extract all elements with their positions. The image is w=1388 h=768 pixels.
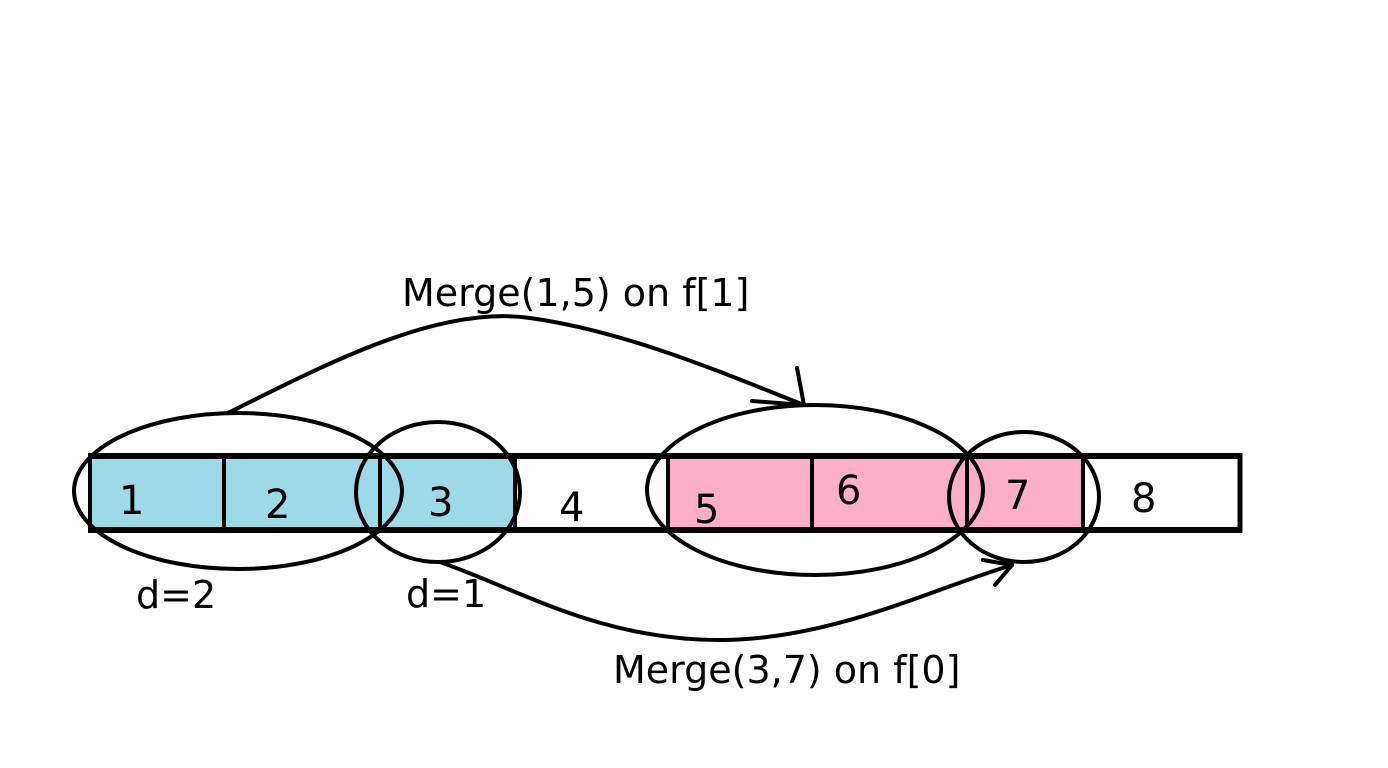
- cell-6-fill: [812, 456, 967, 530]
- cell-label-2: 2: [265, 482, 290, 528]
- cell-4-fill: [515, 456, 668, 530]
- cell-8-fill: [1083, 456, 1240, 530]
- depth-label-left: d=2: [136, 573, 216, 617]
- cell-label-4: 4: [559, 485, 584, 531]
- cell-label-5: 5: [694, 487, 719, 533]
- cell-label-7: 7: [1005, 473, 1030, 519]
- group-ellipse-cells-5-6: [645, 403, 985, 577]
- cell-label-8: 8: [1131, 476, 1156, 522]
- cell-7-fill: [967, 456, 1083, 530]
- cell-1-fill: [90, 456, 224, 530]
- merge-bottom-label: Merge(3,7) on f[0]: [613, 648, 960, 692]
- cell-label-3: 3: [428, 480, 453, 526]
- merge-arrow-bottom: [438, 558, 1014, 642]
- group-ellipse-cells-1-2: [72, 411, 404, 571]
- cell-label-6: 6: [836, 468, 861, 514]
- merge-arrow-top: [226, 314, 806, 415]
- cell-2-fill: [224, 456, 380, 530]
- depth-label-right: d=1: [406, 572, 486, 616]
- merge-top-label: Merge(1,5) on f[1]: [402, 271, 749, 315]
- cell-5-fill: [668, 456, 812, 530]
- cell-label-1: 1: [119, 478, 144, 524]
- group-ellipse-cell-7: [947, 430, 1101, 564]
